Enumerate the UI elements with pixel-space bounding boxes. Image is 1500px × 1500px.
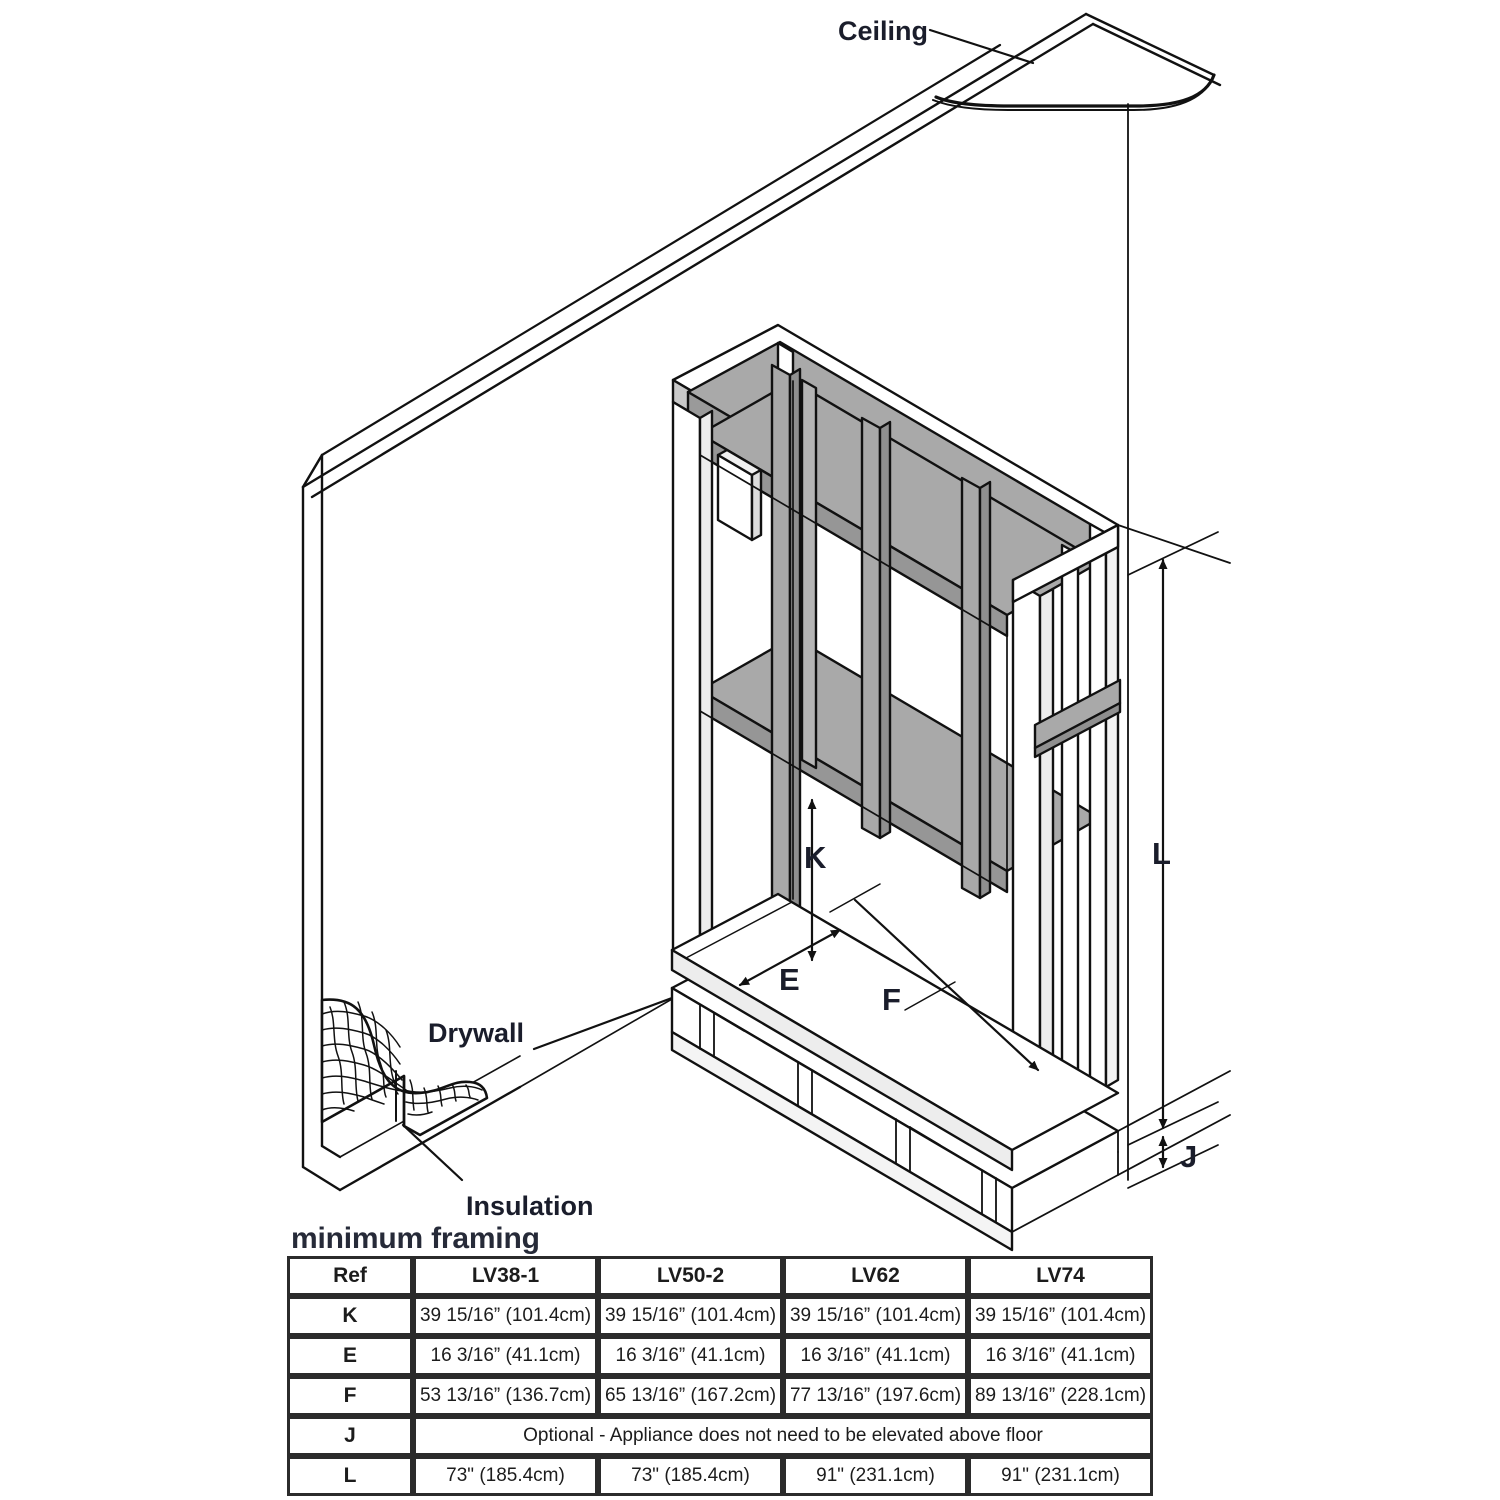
row-ref-L: L	[287, 1456, 413, 1496]
dim-label-K: K	[804, 840, 827, 875]
callout-leaders	[401, 28, 1035, 1182]
dim-label-E: E	[779, 962, 800, 997]
framing-inner-edges	[699, 380, 1008, 900]
dim-label-F: F	[882, 982, 901, 1017]
cell-K-LV50-2: 39 15/16” (101.4cm)	[598, 1296, 783, 1336]
electrical-box-opening	[716, 448, 763, 542]
cell-E-LV38-1: 16 3/16” (41.1cm)	[413, 1336, 598, 1376]
dim-line-F	[853, 898, 1040, 1072]
right-end-panel	[1011, 522, 1122, 1109]
cell-E-LV62: 16 3/16” (41.1cm)	[783, 1336, 968, 1376]
table-header-row: Ref LV38-1 LV50-2 LV62 LV74	[287, 1256, 1153, 1296]
stud-framing-assembly	[670, 323, 1231, 1252]
cell-L-LV38-1: 73" (185.4cm)	[413, 1456, 598, 1496]
header-lv50: LV50-2	[598, 1256, 783, 1296]
dim-label-L: L	[1152, 836, 1171, 871]
cell-F-LV38-1: 53 13/16” (136.7cm)	[413, 1376, 598, 1416]
left-front-post	[671, 400, 714, 968]
cell-K-LV38-1: 39 15/16” (101.4cm)	[413, 1296, 598, 1336]
cell-E-LV74: 16 3/16” (41.1cm)	[968, 1336, 1153, 1376]
ceiling-leader	[928, 28, 1035, 65]
label-ceiling: Ceiling	[838, 16, 928, 46]
cell-F-LV74: 89 13/16” (228.1cm)	[968, 1376, 1153, 1416]
diagram-text-labels: Ceiling Drywall Insulation K E F L J	[428, 16, 1197, 1221]
insulation-cutaway	[320, 998, 489, 1137]
dimension-lines	[738, 531, 1219, 1189]
floor-reference-lines	[1117, 524, 1231, 1176]
dim-label-J: J	[1180, 1139, 1197, 1174]
cell-E-LV50-2: 16 3/16” (41.1cm)	[598, 1336, 783, 1376]
header-lv74: LV74	[968, 1256, 1153, 1296]
label-insulation: Insulation	[466, 1191, 594, 1221]
cell-K-LV74: 39 15/16” (101.4cm)	[968, 1296, 1153, 1336]
row-ref-E: E	[287, 1336, 413, 1376]
drywall-leader	[532, 993, 682, 1051]
header-lv62: LV62	[783, 1256, 968, 1296]
label-drywall: Drywall	[428, 1018, 524, 1048]
cell-K-LV62: 39 15/16” (101.4cm)	[783, 1296, 968, 1336]
cell-L-LV50-2: 73" (185.4cm)	[598, 1456, 783, 1496]
row-note-J: Optional - Appliance does not need to be…	[413, 1416, 1153, 1456]
interior-studs	[770, 363, 992, 917]
table-title: minimum framing	[291, 1222, 540, 1255]
row-ref-K: K	[287, 1296, 413, 1336]
cell-L-LV62: 91" (231.1cm)	[783, 1456, 968, 1496]
cell-L-LV74: 91" (231.1cm)	[968, 1456, 1153, 1496]
cell-F-LV50-2: 65 13/16” (167.2cm)	[598, 1376, 783, 1416]
row-ref-F: F	[287, 1376, 413, 1416]
header-lv38: LV38-1	[413, 1256, 598, 1296]
ceiling-plane	[301, 12, 1222, 499]
row-ref-J: J	[287, 1416, 413, 1456]
cell-F-LV62: 77 13/16” (197.6cm)	[783, 1376, 968, 1416]
dim-line-E	[738, 928, 842, 987]
insulation-leader	[401, 1123, 464, 1182]
header-ref: Ref	[287, 1256, 413, 1296]
